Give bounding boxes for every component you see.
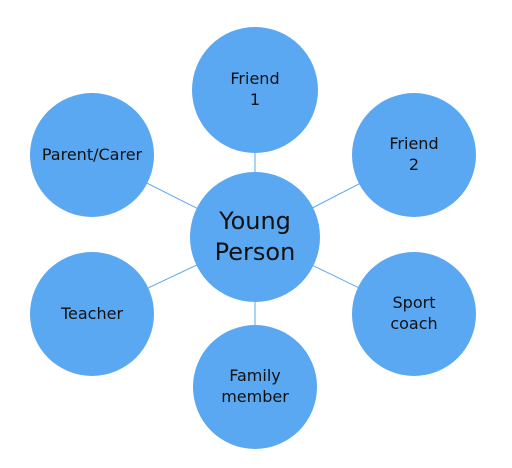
- node-teacher-label: Teacher: [61, 304, 123, 325]
- node-parent-carer-label-line: Parent/Carer: [41, 144, 143, 164]
- node-parent-carer: Parent/Carer: [30, 93, 154, 217]
- node-friend-2-label-line: 2: [408, 155, 420, 174]
- node-friend-2-label-line: Friend: [389, 134, 439, 154]
- node-parent-carer-label: Parent/Carer: [42, 145, 142, 166]
- node-teacher: Teacher: [30, 252, 154, 376]
- node-young-person-label-line: Person: [214, 238, 296, 266]
- node-sport-coach-label-line: coach: [390, 314, 438, 333]
- node-friend-1-label-line: Friend: [230, 69, 280, 89]
- node-young-person-label-line: Young: [219, 207, 291, 236]
- node-family-member-label-line: Family: [229, 366, 281, 386]
- node-sport-coach-label-line: Sport: [392, 293, 436, 313]
- node-teacher-label-line: Teacher: [60, 303, 124, 323]
- node-friend-1-label-line: 1: [249, 90, 261, 109]
- node-family-member-label-line: member: [221, 387, 289, 406]
